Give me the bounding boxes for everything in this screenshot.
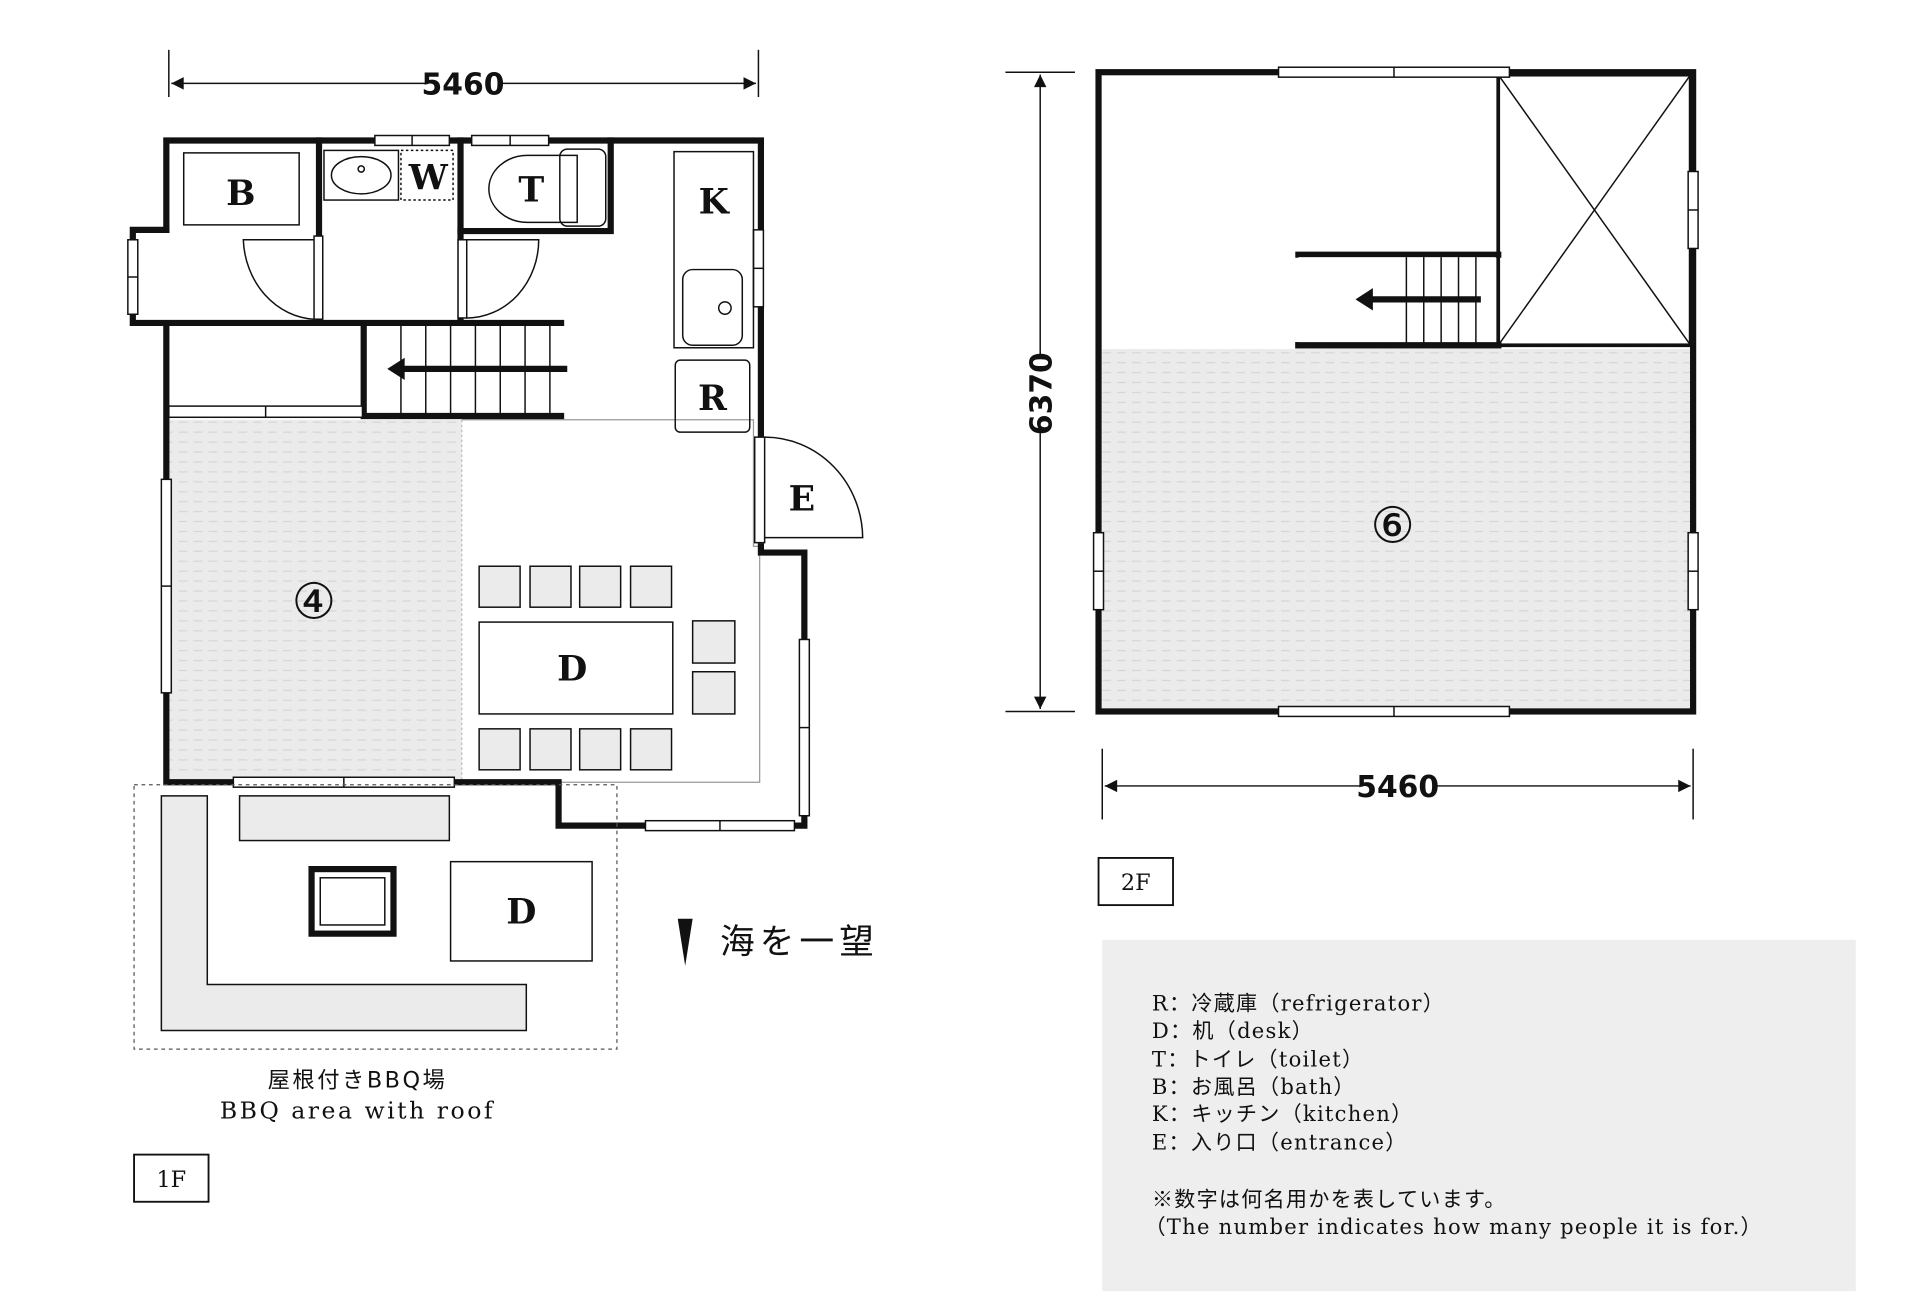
bbq-desk-label: D	[506, 892, 536, 933]
legend-item: K：キッチン（kitchen）	[1152, 1101, 1414, 1126]
refrigerator	[674, 359, 751, 433]
floor2-width-label: 5460	[1356, 770, 1439, 805]
floor1-plan: 5460 B	[127, 49, 879, 1203]
wash-basin	[323, 149, 400, 201]
bbq-area	[133, 784, 618, 1050]
wash-label: W	[408, 157, 449, 198]
legend: R：冷蔵庫（refrigerator） D：机（desk） T：トイレ（toil…	[1102, 939, 1856, 1292]
floor2-width-dimension: 5460	[1101, 748, 1694, 820]
floor2-badge	[1097, 857, 1174, 907]
floor1-tatami-area	[168, 419, 462, 780]
floor2-windows	[1092, 66, 1699, 718]
floor2-stairwell	[1295, 72, 1693, 349]
floor1-capacity: ④	[292, 572, 337, 630]
washer-space	[400, 149, 454, 201]
floor1-width-dimension: 5460	[168, 49, 760, 103]
floor2-plan: ⑥ 6370 5460 2F	[1005, 66, 1699, 907]
floor1-windows	[127, 134, 811, 832]
floor2-capacity: ⑥	[1370, 497, 1415, 555]
floor2-depth-label: 6370	[1024, 352, 1059, 435]
kitchen-counter	[673, 150, 755, 349]
kitchen-label: K	[699, 182, 731, 223]
bbq-caption-jp: 屋根付きBBQ場	[268, 1068, 448, 1094]
sea-view-arrow-icon	[677, 918, 693, 966]
entrance-door[interactable]	[753, 436, 864, 544]
desk-label: D	[557, 648, 587, 689]
sea-view-note: 海を一望	[720, 923, 879, 963]
legend-note-en: （The number indicates how many people it…	[1144, 1214, 1762, 1239]
floor1-stairs	[387, 325, 568, 414]
legend-note-jp: ※数字は何名用かを表しています。	[1152, 1187, 1507, 1212]
bath-door[interactable]	[242, 235, 324, 320]
fridge-label: R	[698, 378, 728, 419]
toilet-label: T	[518, 169, 544, 210]
stairs-arrow-icon	[387, 357, 405, 381]
legend-item: R：冷蔵庫（refrigerator）	[1152, 991, 1445, 1016]
kitchen-sink	[681, 268, 744, 347]
bbq-bench-l	[160, 795, 528, 1032]
dining-chairs	[478, 565, 736, 771]
toilet-door[interactable]	[457, 239, 540, 319]
legend-item: E：入り口（entrance）	[1152, 1130, 1408, 1155]
entrance-label: E	[789, 478, 816, 519]
floor2-tatami-area	[1102, 349, 1691, 709]
bath-label: B	[226, 173, 255, 214]
bbq-grill	[308, 866, 397, 937]
dining-desk	[478, 621, 674, 715]
bbq-bench	[238, 795, 451, 842]
floor1-width-label: 5460	[422, 68, 505, 103]
floor2-label: 2F	[1121, 870, 1151, 896]
toilet-fixture	[488, 148, 607, 227]
bbq-caption-en: BBQ area with roof	[220, 1097, 495, 1125]
bathtub	[182, 152, 300, 226]
floor1-badge	[133, 1153, 210, 1203]
floor2-depth-dimension: 6370	[1005, 71, 1075, 713]
legend-item: T：トイレ（toilet）	[1152, 1046, 1364, 1071]
legend-item: D：机（desk）	[1152, 1018, 1314, 1043]
floor1-label: 1F	[156, 1167, 186, 1193]
legend-item: B：お風呂（bath）	[1152, 1074, 1356, 1099]
bbq-desk	[449, 860, 593, 962]
floor2-stairs-arrow-icon	[1355, 288, 1373, 311]
